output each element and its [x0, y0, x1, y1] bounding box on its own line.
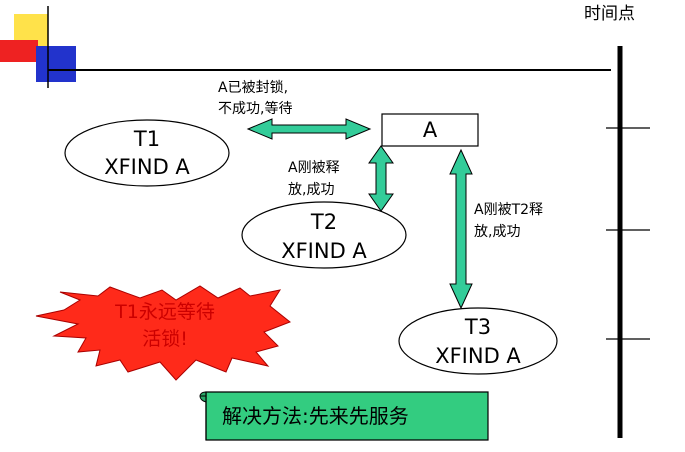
t3-success-note-line2: 放,成功 — [474, 224, 521, 240]
t2-success-note-line2: 放,成功 — [288, 182, 335, 198]
t3-op: XFIND A — [435, 344, 521, 368]
t2-op: XFIND A — [281, 239, 367, 263]
t3-name: T3 — [464, 315, 492, 339]
solution-banner-curl — [199, 391, 207, 403]
resource-label: A — [422, 118, 438, 142]
t1-ellipse — [64, 119, 230, 187]
t2-success-note-line1: A刚被释 — [288, 160, 340, 176]
livelock-text-line1: T1永远等待 — [115, 301, 215, 323]
livelock-text-line2: 活锁! — [142, 328, 188, 350]
deco-blue-block — [36, 46, 76, 82]
t3-ellipse — [398, 307, 558, 375]
arrow-t1-a — [246, 118, 372, 140]
t2-name: T2 — [310, 210, 338, 234]
solution-label: 解决方法:先来先服务 — [222, 404, 409, 428]
deco-red-block — [0, 40, 38, 62]
t3-success-note-line1: A刚被T2释 — [474, 202, 544, 218]
time-label: 时间点 — [584, 4, 635, 24]
resource-box — [381, 113, 479, 147]
t1-blocked-note-line2: 不成功,等待 — [218, 101, 293, 117]
livelock-starburst — [35, 285, 291, 381]
t2-ellipse — [241, 201, 407, 269]
arrow-a-t3 — [449, 148, 473, 310]
arrow-a-t2 — [368, 145, 394, 212]
t1-name: T1 — [133, 127, 161, 151]
t1-blocked-note-line1: A已被封锁, — [218, 80, 289, 96]
t1-op: XFIND A — [104, 155, 190, 179]
